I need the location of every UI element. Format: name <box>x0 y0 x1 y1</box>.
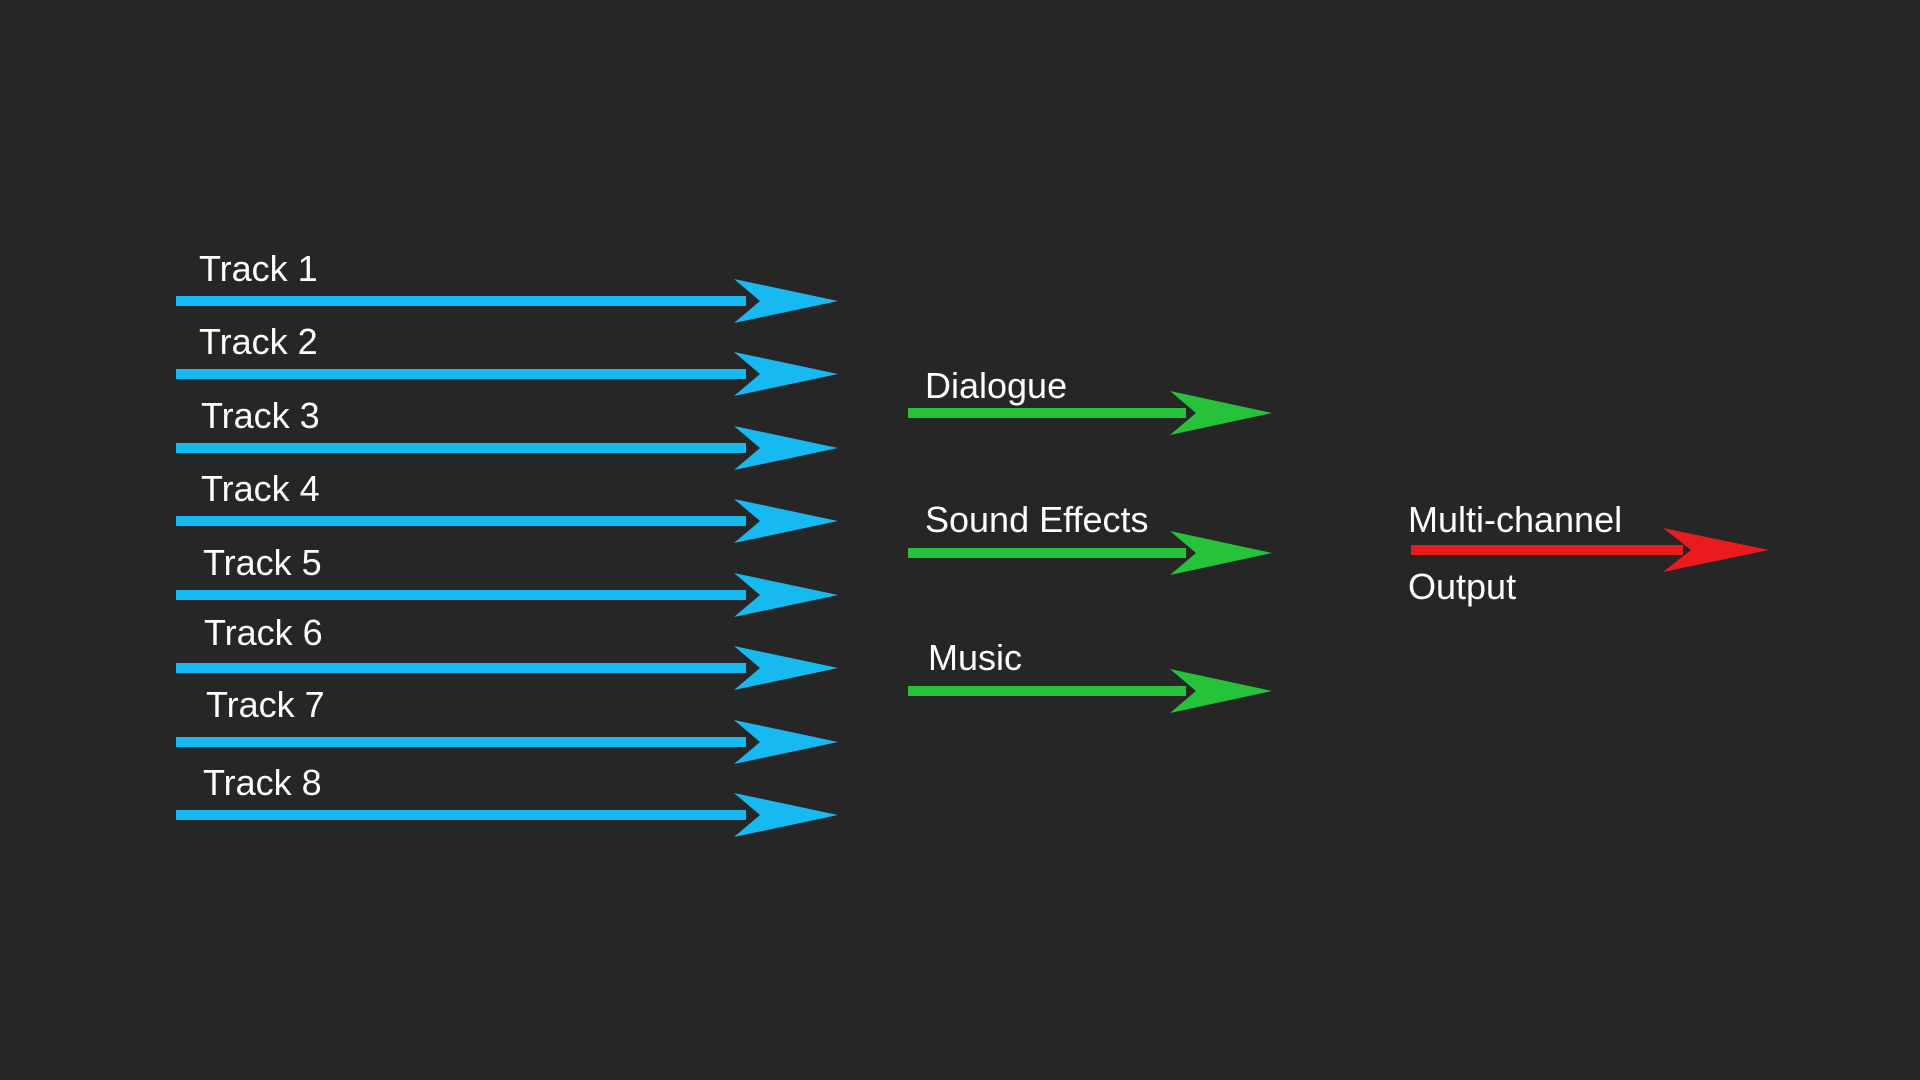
output-label-line2: Output <box>1408 566 1517 607</box>
track-label-3: Track 3 <box>201 395 320 436</box>
track-label-4: Track 4 <box>201 468 320 509</box>
track-label-5: Track 5 <box>203 542 322 583</box>
track-arrow-6 <box>176 646 838 690</box>
stem-label-music: Music <box>928 637 1023 678</box>
track-label-8: Track 8 <box>203 762 322 803</box>
track-arrow-7 <box>176 720 838 764</box>
track-label-1: Track 1 <box>199 248 318 289</box>
track-arrow-5 <box>176 573 838 617</box>
output-arrow <box>1411 528 1769 572</box>
track-arrow-8 <box>176 793 838 837</box>
track-label-2: Track 2 <box>199 321 318 362</box>
track-label-6: Track 6 <box>204 612 323 653</box>
track-label-7: Track 7 <box>206 684 325 725</box>
track-arrow-2 <box>176 352 838 396</box>
track-arrow-4 <box>176 499 838 543</box>
stem-arrow-dialogue <box>908 391 1272 435</box>
stem-label-dialogue: Dialogue <box>925 365 1068 406</box>
track-arrow-1 <box>176 279 838 323</box>
stem-arrow-music <box>908 669 1272 713</box>
stem-arrow-sound-effects <box>908 531 1272 575</box>
stem-label-sound-effects: Sound Effects <box>925 499 1149 540</box>
track-arrow-3 <box>176 426 838 470</box>
output-label-line1: Multi-channel <box>1408 499 1623 540</box>
